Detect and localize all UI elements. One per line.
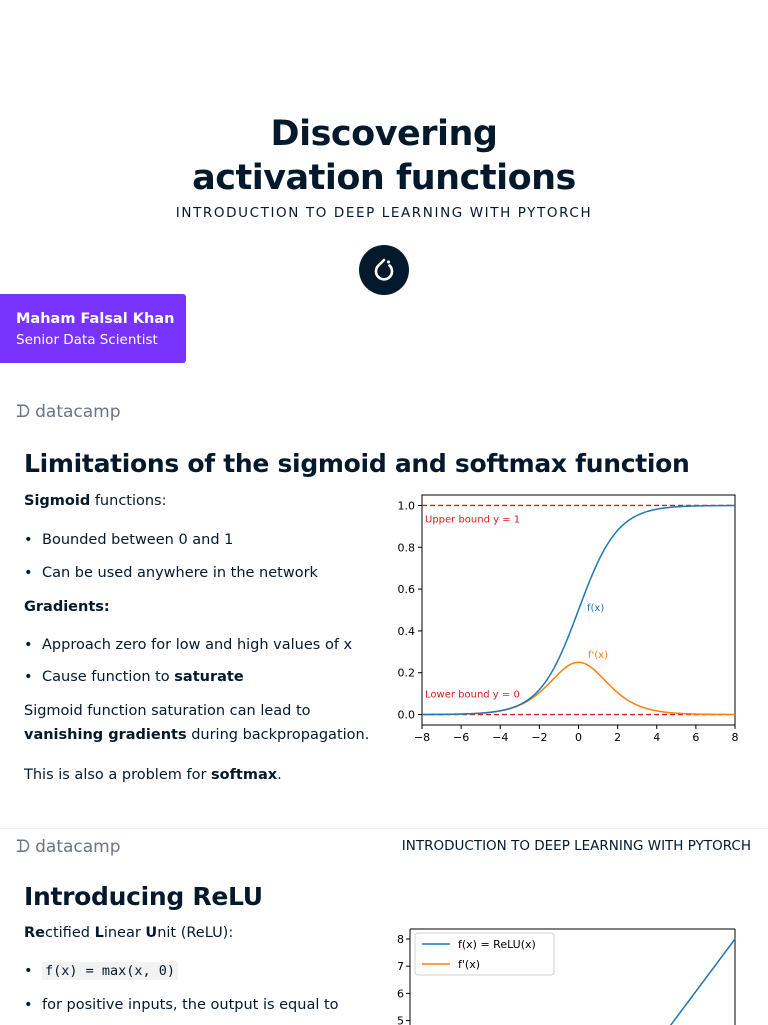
author-role: Senior Data Scientist xyxy=(16,332,158,348)
vanishing-gradients-bold: vanishing gradients xyxy=(24,727,187,743)
upper-bound-label: Upper bound y = 1 xyxy=(425,514,520,525)
x-tick-label: −2 xyxy=(531,731,547,744)
slide-title: Discovering activation functions xyxy=(0,112,768,200)
x-tick-label: 0 xyxy=(575,731,582,744)
legend-label-relu: f(x) = ReLU(x) xyxy=(458,938,536,951)
x-tick-label: 8 xyxy=(732,731,739,744)
relu-chart: 5 6 7 8 f(x) = ReLU(x) f'(x) xyxy=(397,928,736,1025)
def-bold-re: Re xyxy=(24,925,45,941)
y-tick-label: 5 xyxy=(397,1015,404,1025)
y-tick-label: 7 xyxy=(397,960,404,973)
x-tick-label: −6 xyxy=(453,731,469,744)
author-name: Maham Falsal Khan xyxy=(16,311,175,327)
y-tick-label: 8 xyxy=(397,933,404,946)
datacamp-mark-icon: ᗪ xyxy=(16,837,31,857)
def-text-1: ctified xyxy=(45,925,95,941)
x-tick-label: 6 xyxy=(692,731,699,744)
x-tick-label: −8 xyxy=(414,731,430,744)
def-text-3: nit (ReLU): xyxy=(157,925,234,941)
bullet-relu-formula: f(x) = max(x, 0) xyxy=(24,962,179,980)
slide-sigmoid-limitations: ᗪ datacamp Limitations of the sigmoid an… xyxy=(0,395,768,827)
x-tick-label: 2 xyxy=(614,731,621,744)
bullet-saturate: Cause function to saturate xyxy=(24,669,244,685)
sigmoid-intro: Sigmoid functions: xyxy=(24,491,167,511)
datacamp-mark-icon: ᗪ xyxy=(16,402,31,422)
saturate-bold: saturate xyxy=(174,669,244,685)
course-subtitle: INTRODUCTION TO DEEP LEARNING WITH PYTOR… xyxy=(175,205,593,221)
softmax-bold: softmax xyxy=(211,767,278,783)
def-bold-l: L xyxy=(94,925,104,941)
relu-definition: Rectified Linear Unit (ReLU): xyxy=(24,923,233,943)
series-line-derivative xyxy=(421,661,736,716)
saturation-rest: during backpropagation. xyxy=(186,727,370,743)
saturation-line-2: vanishing gradients during backpropagati… xyxy=(24,725,369,745)
y-tick-label: 0.8 xyxy=(398,541,416,554)
author-card: Maham Falsal Khan Senior Data Scientist xyxy=(0,294,186,363)
bullet-positive-inputs: for positive inputs, the output is equal… xyxy=(24,997,339,1013)
def-text-2: inear xyxy=(103,925,146,941)
slide-heading: Limitations of the sigmoid and softmax f… xyxy=(24,449,690,478)
bullet-approach-zero: Approach zero for low and high values of… xyxy=(24,637,352,653)
softmax-pre: This is also a problem for xyxy=(24,767,212,783)
course-header: INTRODUCTION TO DEEP LEARNING WITH PYTOR… xyxy=(401,838,751,854)
y-tick-label: 0.0 xyxy=(398,709,416,722)
bullet-bounded: Bounded between 0 and 1 xyxy=(24,532,233,548)
y-tick-label: 0.2 xyxy=(398,667,416,680)
def-bold-u: U xyxy=(145,925,158,941)
saturate-pre: Cause function to xyxy=(42,669,175,685)
bullet-anywhere: Can be used anywhere in the network xyxy=(24,565,318,581)
y-tick-label: 1.0 xyxy=(398,499,416,512)
title-line-1: Discovering xyxy=(270,114,498,154)
sigmoid-series-label: f(x) xyxy=(587,603,604,614)
derivative-series-label: f'(x) xyxy=(588,650,608,661)
saturation-paragraph: Sigmoid function saturation can lead to … xyxy=(24,701,369,745)
sigmoid-chart: 0.0 0.2 0.4 0.6 0.8 1.0 −8 −6 −4 −2 0 2 4 6 8 Upper b… xyxy=(398,494,739,744)
legend-label-derivative: f'(x) xyxy=(458,958,480,971)
softmax-end: . xyxy=(277,767,282,783)
datacamp-logo-text: datacamp xyxy=(35,837,121,857)
y-tick-label: 6 xyxy=(397,987,404,1000)
softmax-paragraph: This is also a problem for softmax. xyxy=(24,765,282,785)
datacamp-logo: ᗪ datacamp xyxy=(16,837,121,857)
sigmoid-rest: functions: xyxy=(90,493,167,509)
datacamp-logo: ᗪ datacamp xyxy=(16,402,121,422)
y-tick-label: 0.6 xyxy=(398,583,416,596)
series-line-sigmoid xyxy=(421,504,736,716)
saturation-line-1: Sigmoid function saturation can lead to xyxy=(24,703,311,719)
datacamp-logo-text: datacamp xyxy=(35,402,121,422)
series-line-relu xyxy=(669,938,736,1025)
y-tick-label: 0.4 xyxy=(398,625,416,638)
gradients-label: Gradients: xyxy=(24,599,110,615)
title-slide: Discovering activation functions INTRODU… xyxy=(0,0,768,395)
chart-legend: f(x) = ReLU(x) f'(x) xyxy=(414,932,555,976)
pytorch-logo-icon xyxy=(359,245,409,295)
x-tick-label: −4 xyxy=(492,731,508,744)
lower-bound-label: Lower bound y = 0 xyxy=(425,690,520,701)
title-line-2: activation functions xyxy=(192,158,576,198)
sigmoid-bold: Sigmoid xyxy=(24,493,91,509)
x-tick-label: 4 xyxy=(653,731,660,744)
slide-heading: Introducing ReLU xyxy=(24,882,263,911)
slide-introducing-relu: ᗪ datacamp INTRODUCTION TO DEEP LEARNING… xyxy=(0,828,768,1025)
relu-code: f(x) = max(x, 0) xyxy=(42,962,179,980)
